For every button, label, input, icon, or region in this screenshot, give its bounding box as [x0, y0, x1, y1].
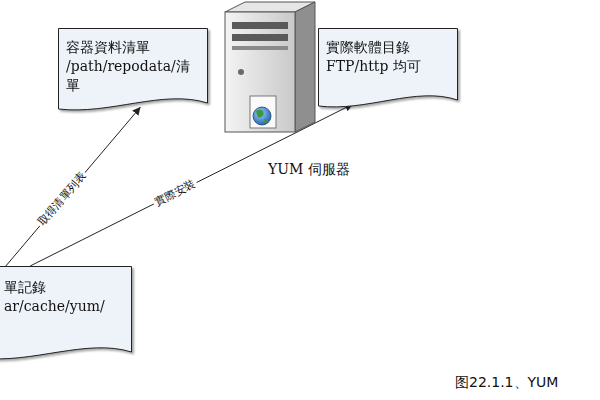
node-text: FTP/http 均可	[326, 57, 450, 76]
page-icon	[250, 96, 276, 128]
document-box: 單記錄ar/cache/yum/	[0, 266, 132, 366]
server-side	[295, 2, 315, 132]
edge-label: 實際安裝	[151, 176, 200, 209]
node-heading: 單記錄	[4, 278, 124, 297]
server-label: YUM 伺服器	[266, 160, 352, 179]
node-text: /path/repodata/清單	[66, 57, 200, 95]
node-heading: 實際軟體目錄	[326, 38, 450, 57]
server-front	[225, 12, 295, 132]
globe-icon	[253, 107, 271, 125]
figure-caption: 图22.1.1、YUM	[455, 374, 558, 392]
drive-bay	[232, 34, 288, 41]
power-button	[238, 69, 244, 75]
node-text: ar/cache/yum/	[4, 297, 124, 316]
node-heading: 容器資料清單	[66, 38, 200, 57]
drive-bay	[232, 46, 288, 50]
document-box: 容器資料清單/path/repodata/清單	[58, 28, 208, 117]
edge-label: 取得清單列表	[35, 168, 90, 230]
arrow-connector	[6, 107, 141, 266]
arrow-connector	[30, 104, 353, 266]
drive-bay	[232, 22, 288, 29]
document-box: 實際軟體目錄FTP/http 均可	[318, 28, 458, 114]
globe-land	[256, 110, 268, 123]
node-heading: YUM 伺服器	[268, 160, 350, 179]
